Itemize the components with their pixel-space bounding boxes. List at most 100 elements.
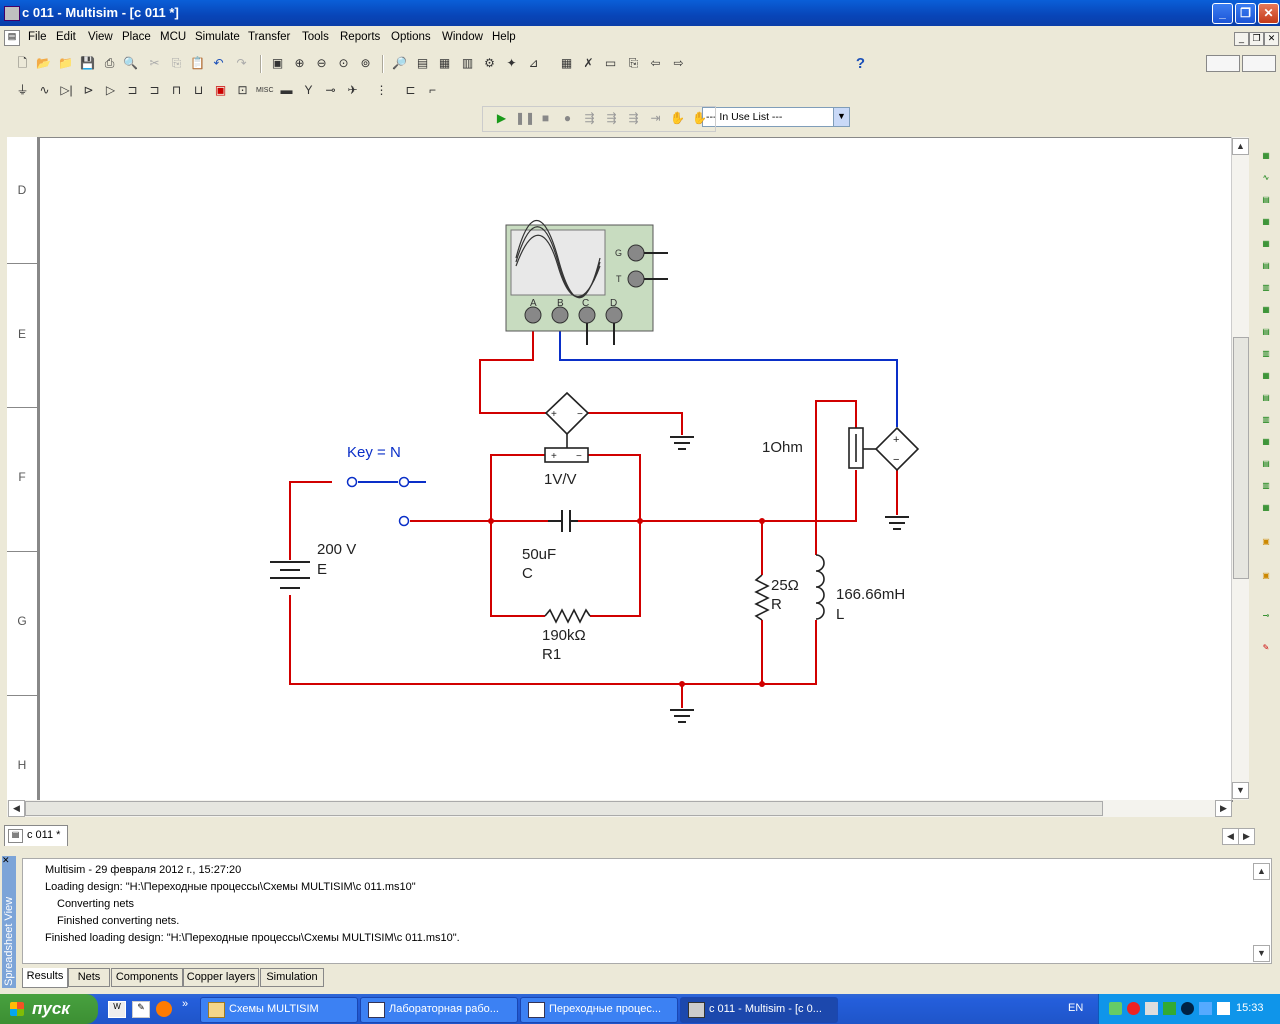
place-hierarchical-icon[interactable]: ⋮ bbox=[375, 83, 388, 97]
menu-file[interactable]: File bbox=[28, 31, 47, 43]
pause-at-next-icon[interactable]: ● bbox=[563, 111, 572, 125]
place-basic-icon[interactable]: ∿ bbox=[39, 83, 50, 97]
scroll-down-icon[interactable]: ▼ bbox=[1253, 945, 1270, 962]
spectrum-analyzer-icon[interactable]: ▥ bbox=[1262, 415, 1270, 424]
place-power-icon[interactable]: ⊡ bbox=[237, 83, 248, 97]
tray-usb-icon[interactable] bbox=[1145, 1002, 1158, 1015]
switch-terminal[interactable] bbox=[398, 476, 410, 488]
find-icon[interactable]: 🔎 bbox=[392, 56, 407, 70]
word-generator-icon[interactable]: ▦ bbox=[1262, 305, 1270, 314]
forward-annotate-icon[interactable]: ⇨ bbox=[673, 56, 684, 70]
tab-scroll-right-icon[interactable]: ▶ bbox=[1238, 828, 1255, 845]
distortion-analyzer-icon[interactable]: ▤ bbox=[1262, 393, 1270, 402]
place-ttl-icon[interactable]: ⊐ bbox=[127, 83, 138, 97]
mdi-minimize-button[interactable]: _ bbox=[1234, 32, 1249, 46]
tab-results[interactable]: Results bbox=[22, 968, 68, 988]
paste-icon[interactable]: 📋 bbox=[190, 56, 205, 70]
tab-simulation[interactable]: Simulation bbox=[260, 968, 324, 987]
redo-icon[interactable]: ↷ bbox=[236, 56, 247, 70]
tray-network-icon[interactable] bbox=[1109, 1002, 1122, 1015]
place-misc-icon[interactable]: MISC bbox=[256, 87, 274, 94]
close-icon[interactable]: ✕ bbox=[2, 855, 10, 865]
language-indicator[interactable]: EN bbox=[1068, 1002, 1084, 1014]
agilent-oscilloscope-icon[interactable]: ▦ bbox=[1262, 503, 1270, 512]
undo-icon[interactable]: ↶ bbox=[213, 56, 224, 70]
grapher-icon[interactable]: ✦ bbox=[506, 56, 517, 70]
remove-breakpoints-icon[interactable]: ✋ bbox=[692, 111, 707, 125]
task-multisim[interactable]: c 011 - Multisim - [c 0... bbox=[680, 997, 838, 1023]
logic-analyzer-icon[interactable]: ▤ bbox=[1262, 327, 1270, 336]
menu-reports[interactable]: Reports bbox=[340, 31, 381, 43]
scroll-down-icon[interactable]: ▼ bbox=[1232, 782, 1249, 799]
task-folder[interactable]: Схемы MULTISIM bbox=[200, 997, 358, 1023]
zoom-in-icon[interactable]: ⊕ bbox=[294, 56, 305, 70]
spreadsheet-view-handle[interactable]: Spreadsheet View bbox=[2, 856, 16, 988]
postprocessor-icon[interactable]: ⊿ bbox=[528, 56, 539, 70]
scroll-left-icon[interactable]: ◀ bbox=[8, 800, 25, 817]
component-wizard-icon[interactable]: ⚙ bbox=[484, 56, 495, 70]
instrument-toggle-icon[interactable] bbox=[1206, 55, 1240, 72]
menu-edit[interactable]: Edit bbox=[56, 31, 76, 43]
annotate-icon[interactable]: ⎘ bbox=[628, 56, 639, 70]
cut-icon[interactable]: ✂ bbox=[149, 56, 160, 70]
horizontal-scrollbar[interactable]: ◀ ▶ bbox=[7, 800, 1232, 817]
menu-tools[interactable]: Tools bbox=[302, 31, 329, 43]
design-tab[interactable]: ▤ c 011 * bbox=[4, 825, 68, 846]
agilent-multimeter-icon[interactable]: ▥ bbox=[1262, 481, 1270, 490]
spreadsheet-icon[interactable]: ▦ bbox=[438, 56, 451, 70]
in-use-list-dropdown[interactable]: --- In Use List --- ▼ bbox=[702, 107, 850, 127]
place-misc-digital-icon[interactable]: ⊓ bbox=[171, 83, 182, 97]
tray-display-icon[interactable] bbox=[1199, 1002, 1212, 1015]
new-icon[interactable]: 🗋 bbox=[17, 56, 28, 70]
tab-copper-layers[interactable]: Copper layers bbox=[183, 968, 259, 987]
database-manager-icon[interactable]: ▥ bbox=[461, 56, 474, 70]
task-word-doc-2[interactable]: Переходные процес... bbox=[520, 997, 678, 1023]
menu-help[interactable]: Help bbox=[492, 31, 516, 43]
save-icon[interactable]: 💾 bbox=[80, 56, 95, 70]
measurement-probe-icon[interactable]: ▣ bbox=[1262, 571, 1270, 580]
menu-mcu[interactable]: MCU bbox=[160, 31, 187, 43]
start-button[interactable]: пуск bbox=[0, 994, 98, 1024]
quicklaunch-firefox-icon[interactable] bbox=[156, 1001, 172, 1017]
mdi-restore-button[interactable]: ❐ bbox=[1249, 32, 1264, 46]
oscilloscope[interactable] bbox=[505, 220, 668, 346]
toggle-design-toolbox-icon[interactable]: ▤ bbox=[416, 56, 429, 70]
tray-volume-icon[interactable] bbox=[1217, 1002, 1230, 1015]
region-icon[interactable]: ▭ bbox=[604, 56, 617, 70]
tab-components[interactable]: Components bbox=[111, 968, 183, 987]
chevron-down-icon[interactable]: ▼ bbox=[833, 108, 849, 126]
view-toggle-icon[interactable] bbox=[1242, 55, 1276, 72]
clear-erc-icon[interactable]: ✗ bbox=[583, 56, 594, 70]
close-button[interactable]: ✕ bbox=[1258, 3, 1279, 24]
help-icon[interactable]: ? bbox=[855, 55, 866, 72]
results-log[interactable]: ▲ ▼ bbox=[22, 858, 1272, 964]
erc-icon[interactable]: ▦ bbox=[560, 56, 573, 70]
four-channel-oscilloscope-icon[interactable]: ▦ bbox=[1262, 239, 1270, 248]
function-generator-icon[interactable]: ∿ bbox=[1262, 173, 1270, 182]
tab-nets[interactable]: Nets bbox=[68, 968, 110, 987]
print-icon[interactable]: ⎙ bbox=[104, 56, 115, 70]
menu-simulate[interactable]: Simulate bbox=[195, 31, 240, 43]
print-preview-icon[interactable]: 🔍 bbox=[123, 56, 138, 70]
menu-options[interactable]: Options bbox=[391, 31, 431, 43]
agilent-generator-icon[interactable]: ▤ bbox=[1262, 459, 1270, 468]
scroll-thumb[interactable] bbox=[1233, 337, 1249, 579]
menu-place[interactable]: Place bbox=[122, 31, 151, 43]
stop-icon[interactable]: ■ bbox=[541, 111, 550, 125]
step-over-icon[interactable]: ⇶ bbox=[606, 111, 617, 125]
switch-terminal[interactable] bbox=[346, 476, 358, 488]
menu-transfer[interactable]: Transfer bbox=[248, 31, 291, 43]
zoom-area-icon[interactable]: ⊙ bbox=[338, 56, 349, 70]
mdi-close-button[interactable]: ✕ bbox=[1264, 32, 1279, 46]
run-icon[interactable]: ▶ bbox=[496, 111, 507, 125]
scroll-up-icon[interactable]: ▲ bbox=[1253, 863, 1270, 880]
zoom-out-icon[interactable]: ⊖ bbox=[316, 56, 327, 70]
oscilloscope-icon[interactable]: ▦ bbox=[1262, 217, 1270, 226]
place-indicator-icon[interactable]: ▣ bbox=[214, 83, 227, 97]
tab-scroll-left-icon[interactable]: ◀ bbox=[1222, 828, 1239, 845]
place-cmos-icon[interactable]: ⊐ bbox=[149, 83, 160, 97]
run-to-cursor-icon[interactable]: ⇥ bbox=[650, 111, 661, 125]
task-word-doc-1[interactable]: Лабораторная рабо... bbox=[360, 997, 518, 1023]
place-analog-icon[interactable]: ▷ bbox=[105, 83, 116, 97]
network-analyzer-icon[interactable]: ▦ bbox=[1262, 437, 1270, 446]
